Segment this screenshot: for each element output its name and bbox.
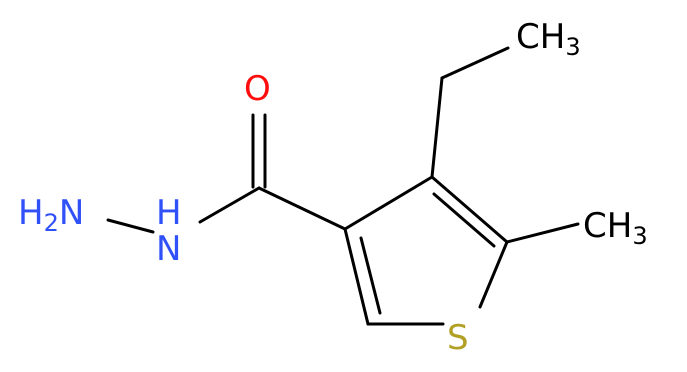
hydrazine-amine-label: H2N (18, 193, 84, 237)
bond-c5-ch3 (505, 222, 580, 244)
ring-methyl-label: CH3 (583, 206, 648, 250)
bonds (106, 46, 580, 326)
sulfur-label: S (447, 318, 469, 358)
bond-c4-c5 (430, 175, 509, 244)
bond-c4-ch2 (430, 76, 444, 179)
bond-c4-c5-inner (432, 192, 496, 248)
bond-carbonyl-ring (257, 186, 347, 231)
atom-labels: O H2N H N S CH3 CH3 (18, 17, 648, 358)
ethyl-methyl-label: CH3 (516, 17, 581, 61)
bond-c2-c3-inner (359, 236, 382, 315)
amide-nh-h-label: H (156, 193, 182, 233)
bond-ch2-ch3 (440, 46, 510, 80)
bond-n-carbonyl (198, 186, 261, 224)
bond-c3-c4 (343, 175, 434, 231)
bond-c2-c3 (343, 227, 370, 326)
amide-nh-n-label: N (156, 229, 181, 269)
oxygen-label: O (244, 69, 271, 109)
bond-c5-s (478, 240, 509, 309)
bond-n-n (106, 218, 155, 234)
